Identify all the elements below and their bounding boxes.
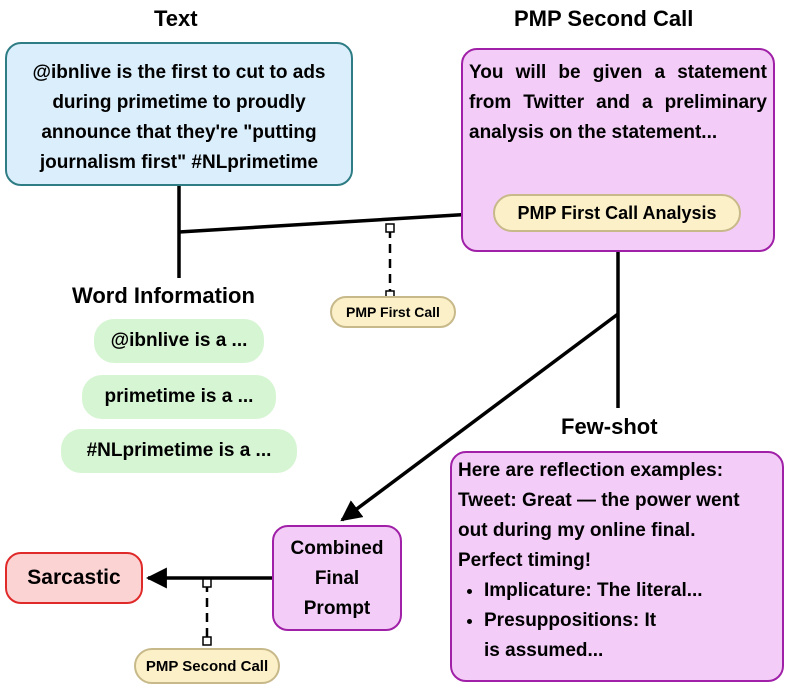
pmp-second-call-heading: PMP Second Call [514, 6, 694, 31]
to-combined-arrow [340, 312, 620, 522]
combined-final-prompt-box: Combined Final Prompt [272, 525, 402, 631]
word-info-item: @ibnlive is a ... [94, 319, 264, 363]
word-info-item: primetime is a ... [82, 375, 276, 419]
pmp-second-call-instruction: You will be given a statement from Twitt… [469, 62, 767, 143]
text-heading: Text [154, 6, 198, 31]
word-info-item: #NLprimetime is a ... [61, 429, 297, 473]
few-shot-line: out during my online final. [458, 520, 696, 541]
combined-line: Combined [290, 538, 384, 559]
sarcastic-output: Sarcastic [5, 552, 143, 604]
few-shot-line: Perfect timing! [458, 550, 592, 571]
input-text-line: @ibnlive is the first to cut to ads [32, 62, 326, 83]
few-shot-bullet-list: Implicature: The literal... Presuppositi… [458, 576, 776, 666]
pmp-second-call-label: PMP Second Call [134, 648, 280, 684]
few-shot-box: Here are reflection examples: Tweet: Gre… [450, 451, 784, 682]
word-information-heading: Word Information [72, 283, 255, 308]
input-text-line: journalism first" #NLprimetime [39, 152, 319, 173]
input-text-box: @ibnlive is the first to cut to ads duri… [5, 42, 353, 186]
pmp-first-call-label: PMP First Call [330, 296, 456, 328]
input-text-line: announce that they're "putting [41, 122, 317, 143]
few-shot-bullet: Implicature: The literal... [484, 576, 776, 606]
few-shot-line: Tweet: Great — the power went [458, 490, 740, 511]
pmp-first-call-analysis-pill: PMP First Call Analysis [493, 194, 741, 232]
few-shot-line: Here are reflection examples: [458, 460, 724, 481]
first-call-arrow [178, 203, 493, 234]
input-text-line: during primetime to proudly [52, 92, 306, 113]
few-shot-heading: Few-shot [561, 414, 658, 439]
combined-line: Prompt [303, 598, 371, 619]
combined-line: Final [314, 568, 360, 589]
few-shot-bullet: Presuppositions: It is assumed... [484, 606, 674, 666]
